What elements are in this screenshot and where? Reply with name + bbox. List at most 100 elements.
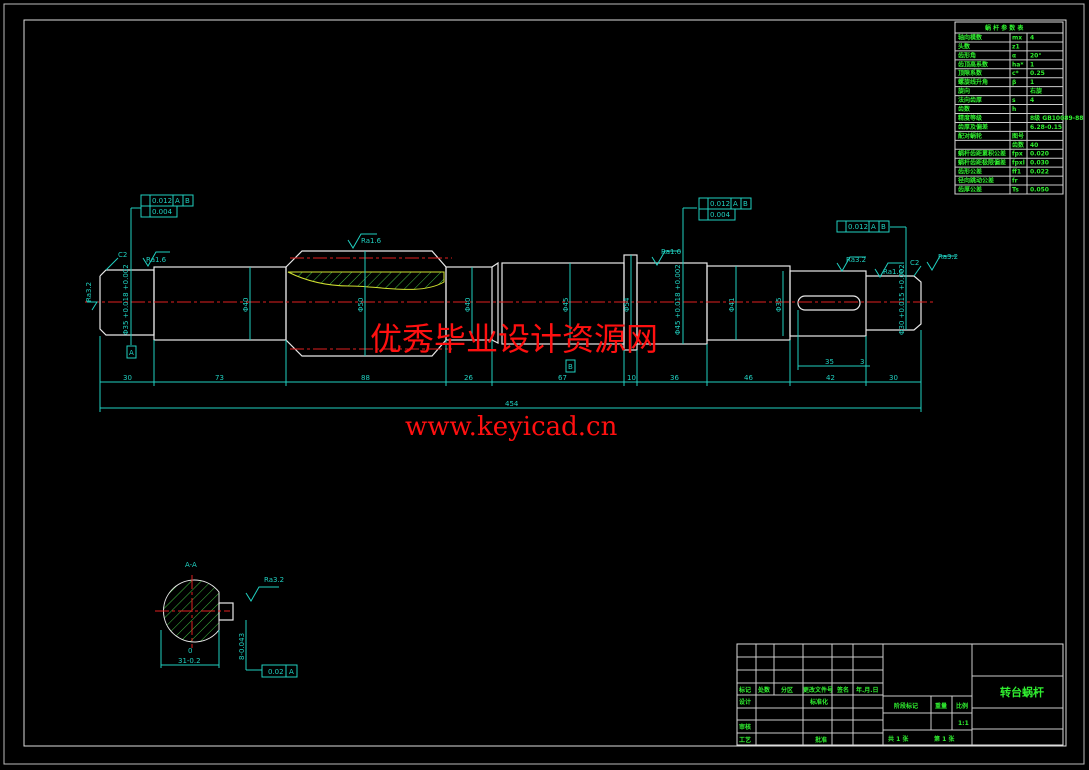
param-value: 0.030 (1030, 160, 1049, 167)
roughness-symbol: Ra1.6 (651, 248, 682, 266)
dim-diameter: Φ41 (728, 298, 736, 312)
svg-text:8-0.043: 8-0.043 (238, 633, 246, 660)
svg-text:阶段标记: 阶段标记 (894, 702, 918, 710)
roughness-symbol: Ra1.6 (874, 262, 904, 278)
param-value: 8级 GB10089-88 (1030, 114, 1083, 122)
svg-text:处数: 处数 (757, 686, 771, 694)
param-value: 4 (1030, 34, 1034, 41)
length-dimension-labels: 30 73 88 26 67 10 36 46 42 30 454 35 3 C… (118, 251, 919, 408)
param-value: 0.022 (1030, 169, 1049, 176)
dim-keyway-offset: 3 (860, 358, 864, 366)
chamfer-label: C2 (910, 259, 919, 267)
param-symbol: c* (1012, 70, 1020, 77)
svg-text:重量: 重量 (935, 702, 947, 710)
svg-text:标记: 标记 (738, 686, 751, 694)
param-symbol: s (1012, 97, 1016, 104)
svg-text:Ra1.6: Ra1.6 (661, 248, 682, 256)
param-name: 齿顶高系数 (958, 60, 989, 68)
roughness-symbol: Ra1.6 (347, 233, 382, 249)
title-block: 标记 处数 分区 更改文件号 签名 年.月.日 设计 标准化 审核 工艺 批准 … (736, 643, 1064, 746)
svg-text:签名: 签名 (836, 686, 849, 694)
dim-length: 88 (361, 374, 370, 382)
param-value: 0.020 (1030, 151, 1049, 158)
parameter-table-title: 蜗 杆 参 数 表 (985, 24, 1024, 32)
svg-text:B: B (743, 200, 748, 208)
svg-text:设计: 设计 (739, 698, 751, 706)
svg-text:A: A (871, 223, 876, 231)
chamfer-label: C2 (118, 251, 127, 259)
svg-text:Ra3.2: Ra3.2 (264, 576, 284, 584)
svg-text:Ra3.2: Ra3.2 (846, 256, 866, 264)
svg-text:0.004: 0.004 (152, 208, 173, 216)
svg-text:标准化: 标准化 (809, 698, 828, 706)
roughness-symbol: Ra1.6 (142, 251, 170, 267)
param-name: 精度等级 (958, 114, 982, 122)
svg-text:Ra3.2: Ra3.2 (85, 282, 93, 302)
dim-length: 42 (826, 374, 835, 382)
dim-length: 10 (627, 374, 636, 382)
param-value: 右旋 (1029, 87, 1042, 95)
svg-text:Ra3.2: Ra3.2 (938, 253, 958, 261)
svg-text:0.012: 0.012 (710, 200, 730, 208)
svg-text:0.02: 0.02 (268, 668, 284, 676)
param-value: 40 (1030, 142, 1038, 149)
dim-length: 67 (558, 374, 567, 382)
param-symbol: ff1 (1012, 169, 1021, 176)
param-name: 齿厚公差 (958, 186, 982, 194)
svg-text:Ra1.6: Ra1.6 (883, 268, 904, 276)
dim-total-length: 454 (505, 400, 519, 408)
inner-border (23, 19, 1067, 747)
svg-text:分区: 分区 (781, 686, 793, 694)
svg-text:31-0.2: 31-0.2 (178, 657, 201, 665)
svg-text:0.012: 0.012 (152, 197, 172, 205)
param-symbol: 图号 (1012, 132, 1024, 140)
param-symbol: ha* (1012, 61, 1024, 68)
roughness-symbols: Ra1.6 Ra1.6 Ra1.6 Ra3.2 Ra1.6 Ra3.2 Ra3.… (85, 233, 958, 311)
dim-diameter: Φ45 (562, 298, 570, 312)
dim-diameter: Φ30 +0.015 +0.002 (898, 264, 906, 335)
dim-length: 30 (889, 374, 898, 382)
svg-text:工艺: 工艺 (739, 736, 751, 744)
svg-text:0: 0 (188, 647, 192, 655)
svg-text:A: A (733, 200, 738, 208)
sheet-total: 共 1 张 (888, 735, 909, 743)
roughness-symbol: Ra3.2 (926, 253, 958, 271)
param-value: 6.28-0.15 (1030, 124, 1062, 131)
param-symbol: z1 (1012, 43, 1020, 50)
svg-text:0.012: 0.012 (848, 223, 868, 231)
param-symbol: β (1012, 79, 1017, 86)
svg-text:批准: 批准 (815, 736, 827, 744)
dim-keyway-length: 35 (825, 358, 834, 366)
svg-text:Ra1.6: Ra1.6 (146, 256, 167, 264)
svg-text:更改文件号: 更改文件号 (803, 686, 833, 694)
sheet-number: 第 1 张 (933, 735, 955, 743)
section-label: A-A (185, 561, 197, 569)
dim-diameter: Φ50 (357, 298, 365, 312)
watermark-url: www.keyicad.cn (405, 412, 618, 442)
dimension-lines (99, 207, 922, 412)
dim-diameter: Φ35 +0.018 +0.002 (122, 264, 130, 335)
svg-text:B: B (881, 223, 886, 231)
dim-length: 30 (123, 374, 132, 382)
datum-b-marker: B (565, 359, 576, 373)
dim-length: 36 (670, 374, 679, 382)
param-value: 1 (1030, 79, 1034, 86)
param-name: 齿厚及偏差 (958, 123, 988, 131)
dim-length: 73 (215, 374, 224, 382)
datum-a-marker: A (126, 345, 137, 359)
param-name: 齿形公差 (958, 168, 982, 176)
outer-border (3, 3, 1085, 765)
diameter-labels: Φ35 +0.018 +0.002 Φ40 Φ50 Φ40 Φ45 Φ54 Φ4… (122, 264, 906, 335)
param-value: 0.25 (1030, 70, 1045, 77)
param-symbol: fr (1012, 178, 1018, 185)
param-symbol: 齿数 (1012, 141, 1025, 149)
param-value: 1 (1030, 61, 1034, 68)
param-name: 螺旋线升角 (958, 78, 988, 86)
svg-text:比例: 比例 (956, 702, 968, 710)
param-symbol: α (1012, 52, 1016, 59)
svg-text:审核: 审核 (739, 723, 751, 731)
param-name: 旋向 (957, 87, 970, 95)
